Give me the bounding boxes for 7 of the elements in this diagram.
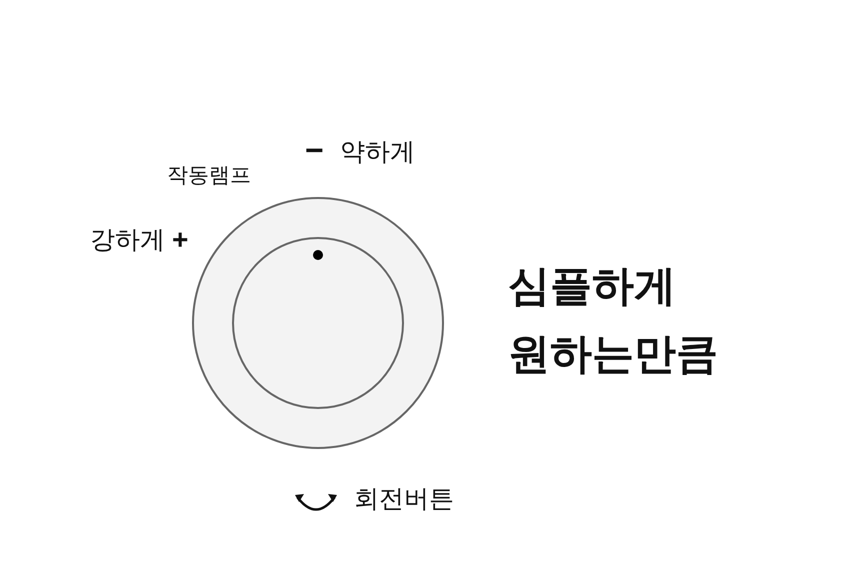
lamp-label: 작동램프 bbox=[167, 164, 251, 188]
button-label: 회전버튼 bbox=[354, 485, 454, 514]
headline: 심플하게 원하는만큼 bbox=[508, 261, 719, 379]
minus-sign: − bbox=[305, 132, 324, 169]
strength-label: 강하게 bbox=[90, 226, 165, 255]
strength-label: 약하게 bbox=[340, 138, 415, 167]
plus-sign: + bbox=[172, 224, 188, 256]
